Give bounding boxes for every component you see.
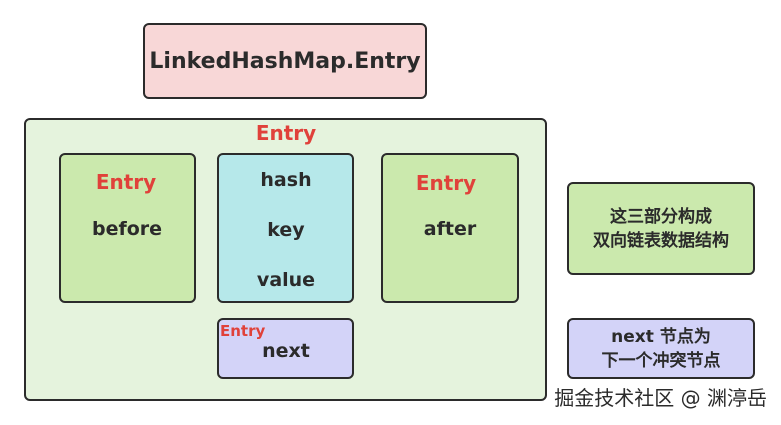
next-node-note-line-2: 下一个冲突节点 (601, 350, 721, 371)
next-entry-type-label: Entry (220, 322, 266, 340)
linked-list-note-line-2: 双向链表数据结构 (593, 230, 729, 251)
hash-key-value-box (217, 153, 354, 303)
next-node-note-box: next 节点为 下一个冲突节点 (567, 318, 755, 379)
hash-field-label: hash (260, 169, 312, 191)
value-field-label: value (256, 269, 316, 291)
watermark: 掘金技术社区 @ 渊渟岳 (554, 386, 767, 410)
next-entry-box (217, 318, 354, 379)
linked-list-note-line-1: 这三部分构成 (610, 206, 712, 227)
linkedhashmap-entry-title: LinkedHashMap.Entry (149, 48, 421, 74)
after-entry-type-label: Entry (415, 171, 477, 195)
next-field-label: next (262, 340, 310, 362)
entry-container-label: Entry (255, 121, 317, 145)
linked-list-note-box: 这三部分构成 双向链表数据结构 (567, 182, 755, 275)
before-entry-box (59, 153, 196, 303)
before-field-label: before (91, 218, 163, 240)
next-node-note-line-1: next 节点为 (611, 326, 711, 347)
before-entry-type-label: Entry (95, 170, 157, 194)
after-field-label: after (423, 218, 477, 240)
after-entry-box (381, 153, 519, 303)
key-field-label: key (267, 219, 305, 241)
linkedhashmap-entry-box: LinkedHashMap.Entry (143, 23, 427, 99)
